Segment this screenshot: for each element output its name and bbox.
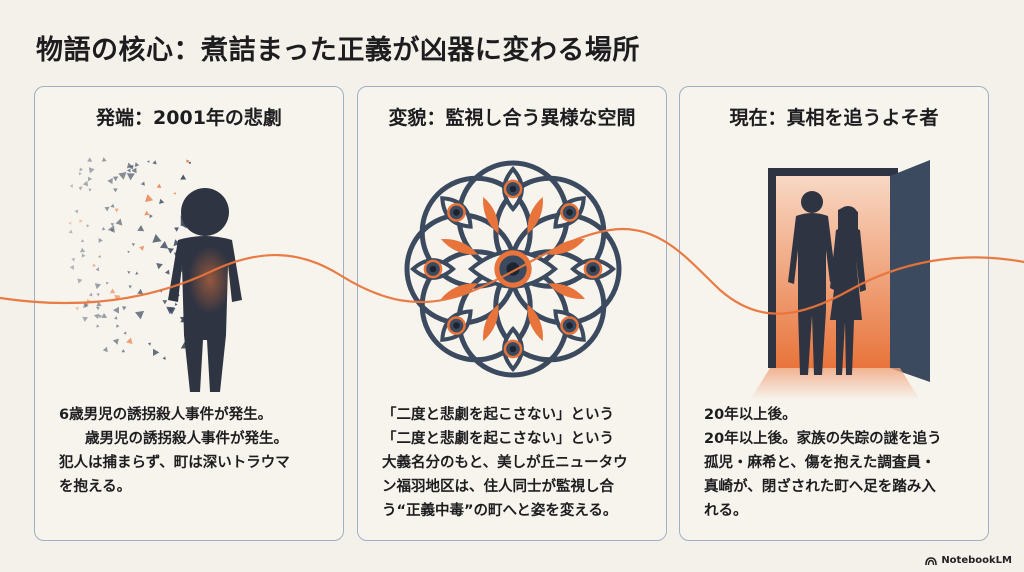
body-line: 6歳男児の誘拐殺人事件が発生。 [59,407,273,423]
body-line: ン福羽地区は、住人同士が監視し合 [382,479,614,495]
panel-body-origin: 6歳男児の誘拐殺人事件が発生。 歳男児の誘拐殺人事件が発生。 犯人は捕まらず、町… [59,403,325,499]
panel-body-transformation: 「二度と悲劇を起こさない」という 「二度と悲劇を起こさない」という 大義名分のも… [382,403,648,523]
body-line: 大義名分のもと、美しが丘ニュータウ [382,455,628,471]
couple-doorway-illustration [750,160,930,400]
watching-eyes-mandala [404,160,622,378]
body-line: 歳男児の誘拐殺人事件が発生。 [85,431,288,447]
panel-title-origin: 発端：2001年の悲劇 [96,107,282,129]
page-title: 物語の核心：煮詰まった正義が凶器に変わる場所 [36,35,640,66]
panel-title-transformation: 変貌：監視し合う異様な空間 [388,107,636,129]
notebooklm-logo-icon [925,556,938,565]
body-line: 孤児・麻希と、傷を抱えた調査員・ [704,455,936,471]
body-line: 「二度と悲劇を起こさない」という [382,431,614,447]
body-line: 「二度と悲劇を起こさない」という [382,407,614,423]
body-line: 真崎が、閉ざされた町へ足を踏み入 [704,479,936,495]
logo-text: NotebookLM [941,555,1012,566]
body-line: 20年以上後。家族の失踪の謎を追う [704,431,942,447]
panel-title-present: 現在：真相を追うよそ者 [729,107,939,129]
notebooklm-logo: NotebookLM [925,555,1012,566]
body-line: れる。 [704,503,748,519]
body-line: を抱える。 [59,479,132,495]
dissolving-child-illustration [68,157,242,392]
body-line: う“正義中毒”の町へと姿を変える。 [382,503,618,519]
body-line: 犯人は捕まらず、町は深いトラウマ [59,455,290,471]
body-line: 20年以上後。 [704,407,797,423]
panel-body-present: 20年以上後。 20年以上後。家族の失踪の謎を追う 孤児・麻希と、傷を抱えた調査… [704,403,970,523]
